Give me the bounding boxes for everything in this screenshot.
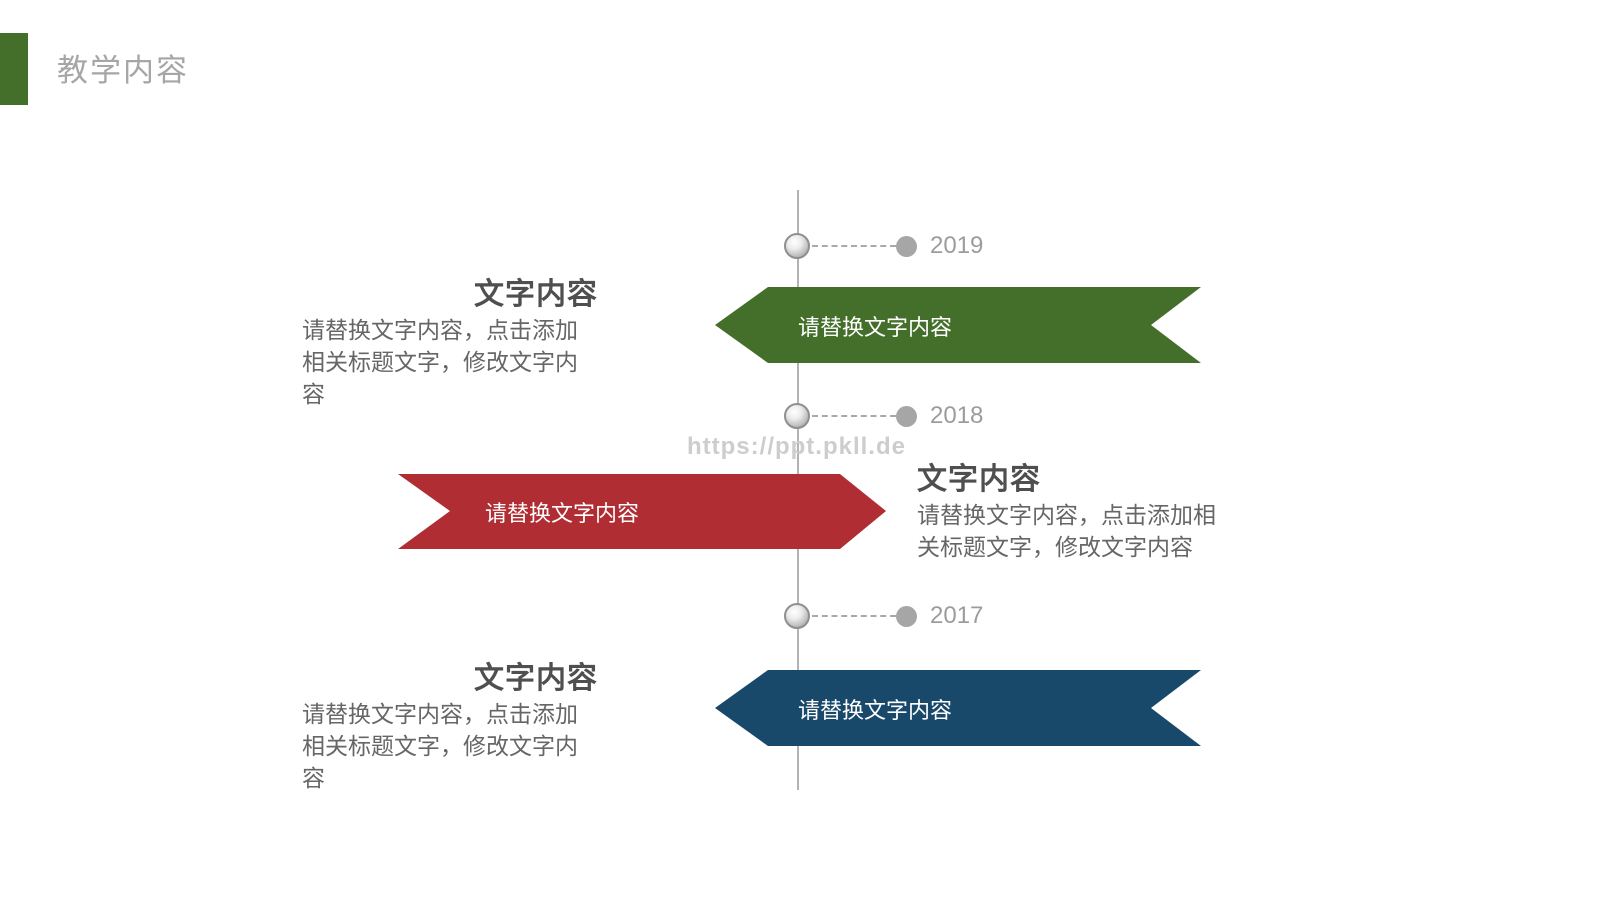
dashed-connector xyxy=(812,415,896,417)
text-block-body[interactable]: 请替换文字内容，点击添加相关标题文字，修改文字内容 xyxy=(302,701,578,791)
timeline-node-sphere xyxy=(784,403,810,429)
text-block-2018[interactable]: 文字内容 请替换文字内容，点击添加相关标题文字，修改文字内容 xyxy=(917,463,1225,563)
year-dot xyxy=(896,235,917,257)
banner-label-2019[interactable]: 请替换文字内容 xyxy=(798,314,953,340)
timeline-node-sphere xyxy=(784,233,810,259)
banner-arrow-2017[interactable] xyxy=(714,669,1202,747)
banner-arrow-2019[interactable] xyxy=(714,286,1202,364)
banner-shape[interactable] xyxy=(715,670,1201,746)
watermark-text: https://ppt.pkll.de xyxy=(687,433,906,460)
timeline-marker-2019: 2019 xyxy=(784,231,983,261)
text-block-title[interactable]: 文字内容 xyxy=(474,662,598,695)
year-label[interactable]: 2017 xyxy=(930,602,984,629)
timeline-marker-2018: 2018 xyxy=(784,401,983,431)
banner-shape[interactable] xyxy=(715,287,1201,363)
text-block-2017[interactable]: 文字内容 请替换文字内容，点击添加相关标题文字，修改文字内容 xyxy=(302,662,598,794)
banner-label-2018[interactable]: 请替换文字内容 xyxy=(485,500,640,526)
year-dot xyxy=(896,405,917,427)
text-block-title[interactable]: 文字内容 xyxy=(474,278,598,311)
timeline-marker-2017: 2017 xyxy=(784,601,983,631)
year-label[interactable]: 2019 xyxy=(930,232,984,259)
text-block-2019[interactable]: 文字内容 请替换文字内容，点击添加相关标题文字，修改文字内容 xyxy=(302,278,598,410)
dashed-connector xyxy=(812,615,896,617)
text-block-title[interactable]: 文字内容 xyxy=(917,463,1041,496)
timeline-node-sphere xyxy=(784,603,810,629)
banner-arrow-2018[interactable] xyxy=(397,473,887,550)
year-label[interactable]: 2018 xyxy=(930,402,984,429)
text-block-body[interactable]: 请替换文字内容，点击添加相关标题文字，修改文字内容 xyxy=(302,317,578,407)
banner-label-2017[interactable]: 请替换文字内容 xyxy=(798,697,953,723)
dashed-connector xyxy=(812,245,896,247)
year-dot xyxy=(896,605,917,627)
page-title[interactable]: 教学内容 xyxy=(57,53,189,88)
banner-shape[interactable] xyxy=(398,474,886,549)
header-accent-bar xyxy=(0,33,28,105)
text-block-body[interactable]: 请替换文字内容，点击添加相关标题文字，修改文字内容 xyxy=(917,502,1216,560)
